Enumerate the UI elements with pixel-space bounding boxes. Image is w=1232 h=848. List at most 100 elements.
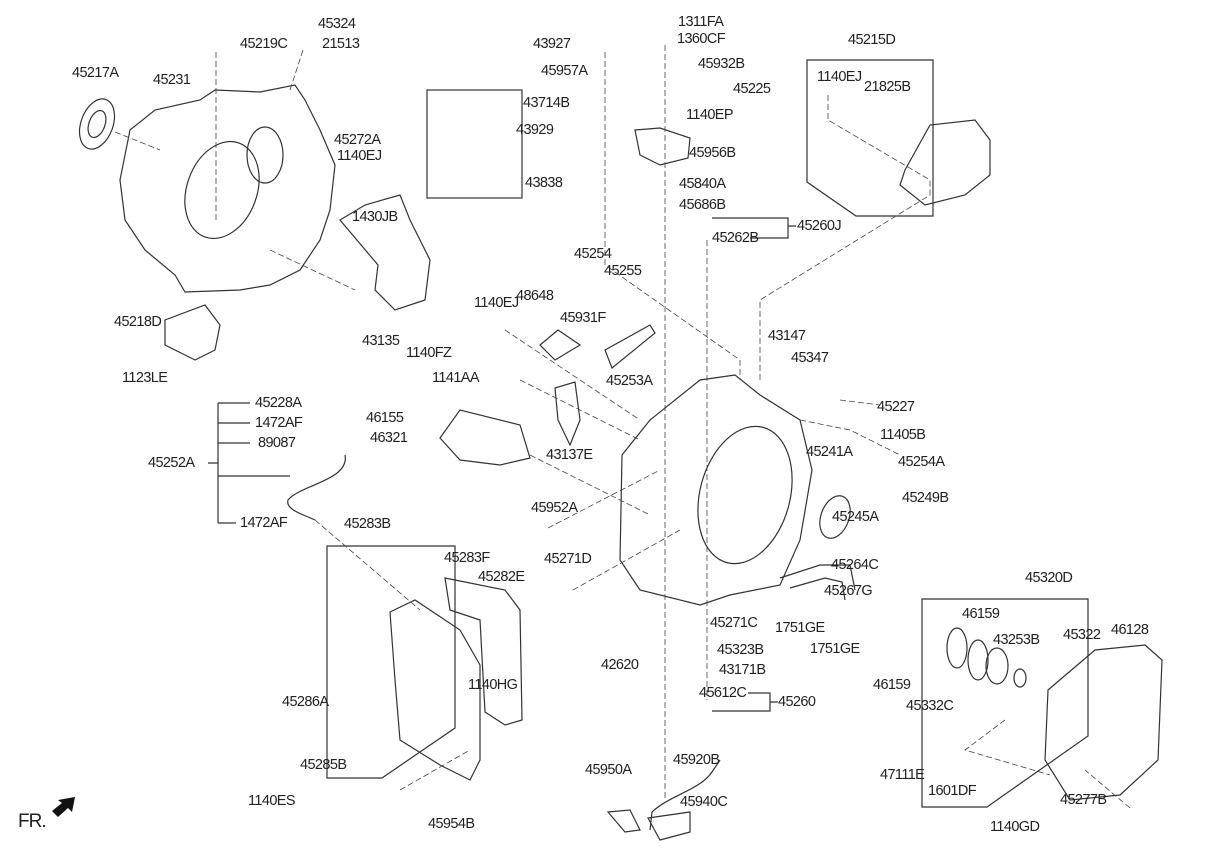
part-number-label[interactable]: 1360CF [677,31,726,47]
pipe-45264C [779,564,856,601]
transmission-case-45241A [619,374,813,606]
cable-45920B [649,759,721,831]
part-number-label[interactable]: 46321 [370,430,408,446]
part-number-label[interactable]: 45241A [806,444,853,460]
part-number-label[interactable]: 45271C [710,615,758,631]
part-number-label[interactable]: 48648 [516,288,554,304]
part-number-label[interactable]: 1140ES [248,793,296,809]
part-number-label[interactable]: 45324 [318,16,356,32]
part-number-label[interactable]: 45215D [848,32,896,48]
lever-45940C [647,811,691,841]
part-number-label[interactable]: 42620 [601,657,639,673]
part-number-label[interactable]: 45954B [428,816,475,832]
part-number-label[interactable]: 1140EJ [474,295,519,311]
part-number-label[interactable]: 45940C [680,794,728,810]
part-number-label[interactable]: 45277B [1060,792,1107,808]
part-number-label[interactable]: 1140FZ [406,345,452,361]
part-number-label[interactable]: 1311FA [678,14,724,30]
part-number-label[interactable]: 45950A [585,762,632,778]
part-number-label[interactable]: 45283F [444,550,490,566]
part-number-label[interactable]: 1140EJ [817,69,862,85]
part-number-label[interactable]: 45952A [531,500,578,516]
part-number-label[interactable]: 45920B [673,752,720,768]
part-number-label[interactable]: 43927 [533,36,571,52]
part-number-label[interactable]: 45254A [898,454,945,470]
part-number-label[interactable]: 45956B [689,145,736,161]
part-number-label[interactable]: 1140EP [686,107,734,123]
part-number-label[interactable]: 1751GE [775,620,825,636]
part-number-label[interactable]: 46155 [366,410,404,426]
part-number-label[interactable]: 45322 [1063,627,1101,643]
part-number-label[interactable]: 45285B [300,757,347,773]
part-number-label[interactable]: 43135 [362,333,400,349]
part-number-label[interactable]: 45347 [791,350,829,366]
part-number-label[interactable]: 1472AF [255,415,303,431]
part-number-label[interactable]: 45255 [604,263,642,279]
o-ring-46159-a [946,627,968,669]
part-number-label[interactable]: 43147 [768,328,806,344]
part-number-label[interactable]: 45282E [478,569,525,585]
part-number-label[interactable]: 1601DF [928,783,977,799]
part-number-label[interactable]: 47111E [880,767,925,783]
part-number-label[interactable]: 45267G [824,583,873,599]
part-number-label[interactable]: 1430JB [352,209,398,225]
part-number-label[interactable]: 45264C [831,557,879,573]
part-number-label[interactable]: 45320D [1025,570,1073,586]
part-number-label[interactable]: 45231 [153,72,191,88]
front-direction-label: FR. [18,811,47,832]
part-number-label[interactable]: 11405B [880,427,926,443]
part-number-label[interactable]: 45686B [679,197,726,213]
bracket-45252A [208,402,290,524]
front-direction-arrow-icon [52,797,75,817]
part-number-label[interactable]: 46159 [873,677,911,693]
part-number-label[interactable]: 43929 [516,122,554,138]
part-number-label[interactable]: 45219C [240,36,288,52]
part-number-label[interactable]: 45323B [717,642,764,658]
part-number-label[interactable]: 45272A [334,132,381,148]
part-number-label[interactable]: 45218D [114,314,162,330]
part-number-label[interactable]: 45228A [255,395,302,411]
part-number-label[interactable]: 45245A [832,509,879,525]
part-number-label[interactable]: 43838 [525,175,563,191]
part-number-label[interactable]: 45931F [560,310,606,326]
part-number-label[interactable]: 45249B [902,490,949,506]
part-number-label[interactable]: 45227 [877,399,915,415]
part-number-label[interactable]: 46128 [1111,622,1149,638]
baffle-43137E [554,381,581,447]
part-number-label[interactable]: 45332C [906,698,954,714]
part-number-label[interactable]: 1140HG [468,677,518,693]
part-number-label[interactable]: 1141AA [432,370,480,386]
part-number-label[interactable]: 45612C [699,685,747,701]
part-number-label[interactable]: 1140EJ [337,148,382,164]
part-number-label[interactable]: 1123LE [122,370,168,386]
group-box-45320D [921,598,1089,808]
part-number-label[interactable]: 45957A [541,63,588,79]
part-number-label[interactable]: 1751GE [810,641,860,657]
part-number-label[interactable]: 21825B [864,79,911,95]
part-number-label[interactable]: 46159 [962,606,1000,622]
part-number-label[interactable]: 45225 [733,81,771,97]
part-number-label[interactable]: 45260J [797,218,842,234]
part-number-label[interactable]: 1140GD [990,819,1040,835]
part-number-label[interactable]: 45262B [712,230,759,246]
gasket-45282E [444,577,523,726]
part-number-label[interactable]: 45252A [148,455,195,471]
part-number-label[interactable]: 45260 [778,694,816,710]
part-number-label[interactable]: 45283B [344,516,391,532]
shield-43135 [339,194,431,311]
part-number-label[interactable]: 45254 [574,246,612,262]
part-number-label[interactable]: 45217A [72,65,119,81]
part-number-label[interactable]: 45271D [544,551,592,567]
part-number-label[interactable]: 89087 [258,435,296,451]
part-number-label[interactable]: 43137E [546,447,593,463]
part-number-label[interactable]: 45253A [606,373,653,389]
part-number-label[interactable]: 45840A [679,176,726,192]
part-number-label[interactable]: 43253B [993,632,1040,648]
part-number-label[interactable]: 1472AF [240,515,288,531]
part-number-label[interactable]: 45932B [698,56,745,72]
part-number-label[interactable]: 43171B [719,662,766,678]
part-number-label[interactable]: 45286A [282,694,329,710]
part-number-label[interactable]: 43714B [523,95,570,111]
part-number-label[interactable]: 21513 [322,36,360,52]
